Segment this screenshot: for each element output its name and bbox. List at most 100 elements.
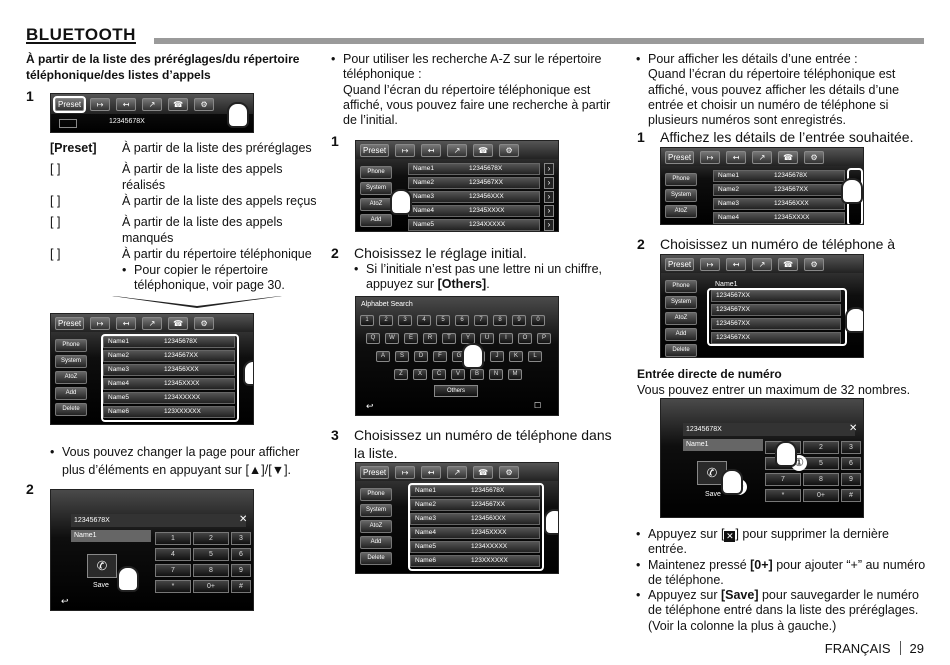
- keyboard-key[interactable]: X: [413, 369, 427, 380]
- list-number[interactable]: 123456XXX: [164, 366, 199, 373]
- keyboard-key[interactable]: S: [395, 351, 409, 362]
- list-name[interactable]: Name1: [108, 338, 129, 345]
- phonebook-icon[interactable]: ☎: [168, 316, 189, 330]
- keyboard-key[interactable]: C: [432, 369, 446, 380]
- outgoing-calls-icon[interactable]: ↦: [90, 316, 111, 330]
- detail-number[interactable]: 1234567XX: [716, 334, 750, 341]
- list-name[interactable]: Name1: [415, 487, 436, 494]
- outgoing-calls-icon[interactable]: ↦: [700, 150, 721, 164]
- list-number[interactable]: 123XXXXXX: [471, 557, 508, 564]
- numpad-key[interactable]: 6: [841, 457, 861, 470]
- side-phone[interactable]: Phone: [665, 280, 697, 293]
- keyboard-key[interactable]: I: [499, 333, 513, 344]
- keyboard-key[interactable]: U: [480, 333, 494, 344]
- list-number[interactable]: 123456XXX: [469, 193, 504, 200]
- preset-tab[interactable]: Preset: [52, 95, 87, 113]
- settings-icon[interactable]: ⚙: [804, 257, 825, 271]
- list-number[interactable]: 1234XXXXX: [471, 543, 508, 550]
- keyboard-key[interactable]: 6: [455, 315, 469, 326]
- side-add[interactable]: Add: [360, 536, 392, 549]
- phonebook-icon[interactable]: ☎: [473, 143, 494, 157]
- numpad-key[interactable]: 0+: [803, 489, 839, 502]
- keyboard-key[interactable]: P: [537, 333, 551, 344]
- numpad-key[interactable]: 5: [803, 457, 839, 470]
- numpad-key[interactable]: 6: [231, 548, 251, 561]
- keyboard-key[interactable]: 3: [398, 315, 412, 326]
- numpad-key[interactable]: *: [155, 580, 191, 593]
- list-number[interactable]: 1234567XX: [774, 186, 808, 193]
- list-number[interactable]: 1234567XX: [471, 501, 505, 508]
- keyboard-key[interactable]: A: [376, 351, 390, 362]
- numpad-key[interactable]: #: [231, 580, 251, 593]
- chevron-right-icon[interactable]: ›: [544, 177, 554, 189]
- missed-calls-icon[interactable]: ↗: [142, 97, 163, 111]
- preset-tab[interactable]: Preset: [665, 257, 695, 271]
- list-name[interactable]: Name6: [108, 408, 129, 415]
- keyboard-key[interactable]: 4: [417, 315, 431, 326]
- numpad-key[interactable]: *: [765, 489, 801, 502]
- list-name[interactable]: Name4: [413, 207, 434, 214]
- side-atoz[interactable]: AtoZ: [360, 520, 392, 533]
- list-name[interactable]: Name1: [718, 172, 739, 179]
- missed-calls-icon[interactable]: ↗: [447, 143, 468, 157]
- preset-tab[interactable]: Preset: [55, 316, 85, 330]
- numpad-key[interactable]: 3: [841, 441, 861, 454]
- missed-calls-icon[interactable]: ↗: [447, 465, 468, 479]
- numpad-key[interactable]: 4: [155, 548, 191, 561]
- settings-icon[interactable]: ⚙: [499, 143, 520, 157]
- numpad-key[interactable]: 8: [193, 564, 229, 577]
- preset-tab[interactable]: Preset: [360, 465, 390, 479]
- clear-icon[interactable]: ✕: [239, 514, 248, 525]
- keyboard-key[interactable]: K: [509, 351, 523, 362]
- chevron-right-icon[interactable]: ›: [544, 191, 554, 203]
- side-delete[interactable]: Delete: [665, 344, 697, 357]
- list-name[interactable]: Name3: [413, 193, 434, 200]
- list-number[interactable]: 12345678X: [774, 172, 808, 179]
- side-system[interactable]: System: [665, 189, 697, 202]
- settings-icon[interactable]: ⚙: [194, 97, 215, 111]
- side-phone[interactable]: Phone: [55, 339, 87, 352]
- list-name[interactable]: Name4: [718, 214, 739, 221]
- keyboard-key[interactable]: 7: [474, 315, 488, 326]
- side-system[interactable]: System: [665, 296, 697, 309]
- phonebook-icon[interactable]: ☎: [778, 150, 799, 164]
- missed-calls-icon[interactable]: ↗: [142, 316, 163, 330]
- keyboard-key[interactable]: 9: [512, 315, 526, 326]
- side-system[interactable]: System: [360, 504, 392, 517]
- list-number[interactable]: 12345XXXX: [774, 214, 810, 221]
- list-number[interactable]: 123456XXX: [774, 200, 809, 207]
- incoming-calls-icon[interactable]: ↤: [116, 97, 137, 111]
- settings-icon[interactable]: ⚙: [499, 465, 520, 479]
- settings-icon[interactable]: ⚙: [194, 316, 215, 330]
- list-number[interactable]: 123456XXX: [471, 515, 506, 522]
- list-number[interactable]: 12345XXXX: [164, 380, 200, 387]
- keyboard-key[interactable]: 5: [436, 315, 450, 326]
- side-phone[interactable]: Phone: [360, 488, 392, 501]
- keyboard-key[interactable]: B: [470, 369, 484, 380]
- list-number[interactable]: 1234XXXXX: [164, 394, 201, 401]
- list-name[interactable]: Name1: [413, 165, 434, 172]
- numpad-key[interactable]: 7: [765, 473, 801, 486]
- chevron-right-icon[interactable]: ›: [544, 205, 554, 217]
- keyboard-key[interactable]: R: [423, 333, 437, 344]
- side-atoz[interactable]: AtoZ: [665, 312, 697, 325]
- outgoing-calls-icon[interactable]: ↦: [90, 97, 111, 111]
- side-atoz[interactable]: AtoZ: [55, 371, 87, 384]
- keyboard-key[interactable]: 1: [360, 315, 374, 326]
- outgoing-calls-icon[interactable]: ↦: [395, 465, 416, 479]
- keyboard-key[interactable]: Z: [394, 369, 408, 380]
- keyboard-key[interactable]: W: [385, 333, 399, 344]
- numpad-key[interactable]: #: [841, 489, 861, 502]
- numpad-key[interactable]: 2: [803, 441, 839, 454]
- list-name[interactable]: Name5: [108, 394, 129, 401]
- numpad-key[interactable]: 0+: [193, 580, 229, 593]
- preset-tab[interactable]: Preset: [665, 150, 695, 164]
- side-add[interactable]: Add: [665, 328, 697, 341]
- keyboard-key[interactable]: Q: [366, 333, 380, 344]
- keyboard-key[interactable]: M: [508, 369, 522, 380]
- call-icon[interactable]: ✆: [87, 554, 117, 578]
- save-button[interactable]: Save: [93, 582, 109, 589]
- list-number[interactable]: 12345XXXX: [471, 529, 507, 536]
- chevron-right-icon[interactable]: ›: [544, 163, 554, 175]
- list-name[interactable]: Name2: [413, 179, 434, 186]
